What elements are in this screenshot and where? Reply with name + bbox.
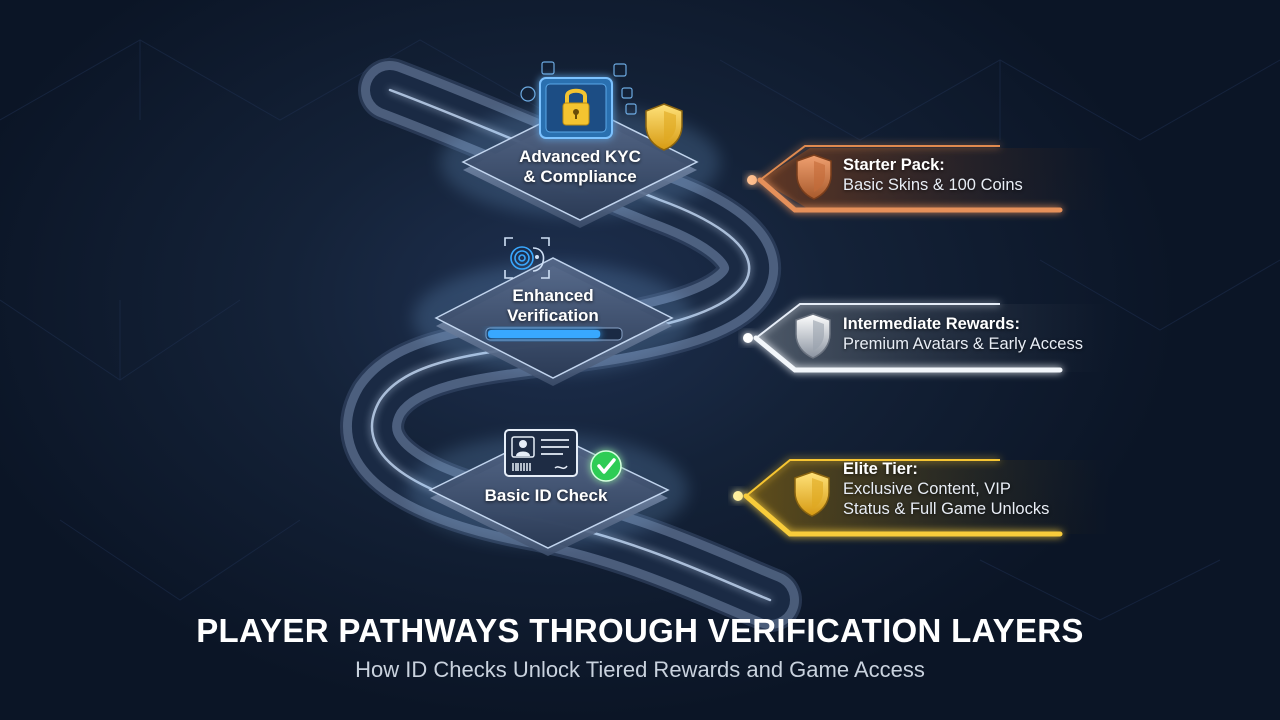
reward-description: Exclusive Content, VIP <box>843 480 1011 498</box>
green-check-icon <box>590 450 622 482</box>
layer-tile-enhanced <box>413 257 693 386</box>
reward-title: Elite Tier: <box>843 460 918 478</box>
bronze-shield-icon <box>796 154 832 200</box>
reward-title: Intermediate Rewards: <box>843 315 1020 333</box>
silver-shield-icon <box>795 313 831 359</box>
layer-tile-advanced <box>440 103 720 228</box>
reward-starter-pack: Starter Pack: Basic Skins & 100 Coins <box>843 155 1023 195</box>
reward-description: Status & Full Game Unlocks <box>843 500 1050 518</box>
reward-intermediate: Intermediate Rewards: Premium Avatars & … <box>843 314 1083 354</box>
layer-label-line: Enhanced <box>512 286 594 305</box>
reward-panel-bronze <box>757 145 1110 213</box>
fingerprint-face-scan-icon <box>504 237 550 279</box>
layer-label-basic-id-check: Basic ID Check <box>456 486 636 506</box>
small-doc-icons <box>520 61 637 115</box>
page-title: PLAYER PATHWAYS THROUGH VERIFICATION LAY… <box>196 612 1084 649</box>
layer-label-line: Advanced KYC <box>519 147 641 166</box>
layer-label-line: & Compliance <box>523 167 637 186</box>
layer-label-enhanced-verification: Enhanced Verification <box>463 286 643 326</box>
gold-shield-icon <box>794 471 830 517</box>
page-subtitle: How ID Checks Unlock Tiered Rewards and … <box>355 657 925 682</box>
id-card-icon <box>504 429 578 477</box>
layer-label-line: Verification <box>507 306 599 325</box>
reward-description: Premium Avatars & Early Access <box>843 335 1083 353</box>
reward-title: Starter Pack: <box>843 156 945 174</box>
reward-description: Basic Skins & 100 Coins <box>843 176 1023 194</box>
padlock-vault-icon <box>539 77 613 139</box>
background-grid <box>0 39 1280 621</box>
layer-label-advanced-kyc: Advanced KYC & Compliance <box>490 147 670 187</box>
reward-elite-tier: Elite Tier: Exclusive Content, VIP Statu… <box>843 459 1049 519</box>
gold-shield-badge <box>645 103 683 151</box>
reward-panel-gold <box>743 459 1110 537</box>
reward-panel-silver <box>753 303 1110 373</box>
verification-progress-bar <box>485 327 623 341</box>
layer-label-line: Basic ID Check <box>484 486 608 505</box>
